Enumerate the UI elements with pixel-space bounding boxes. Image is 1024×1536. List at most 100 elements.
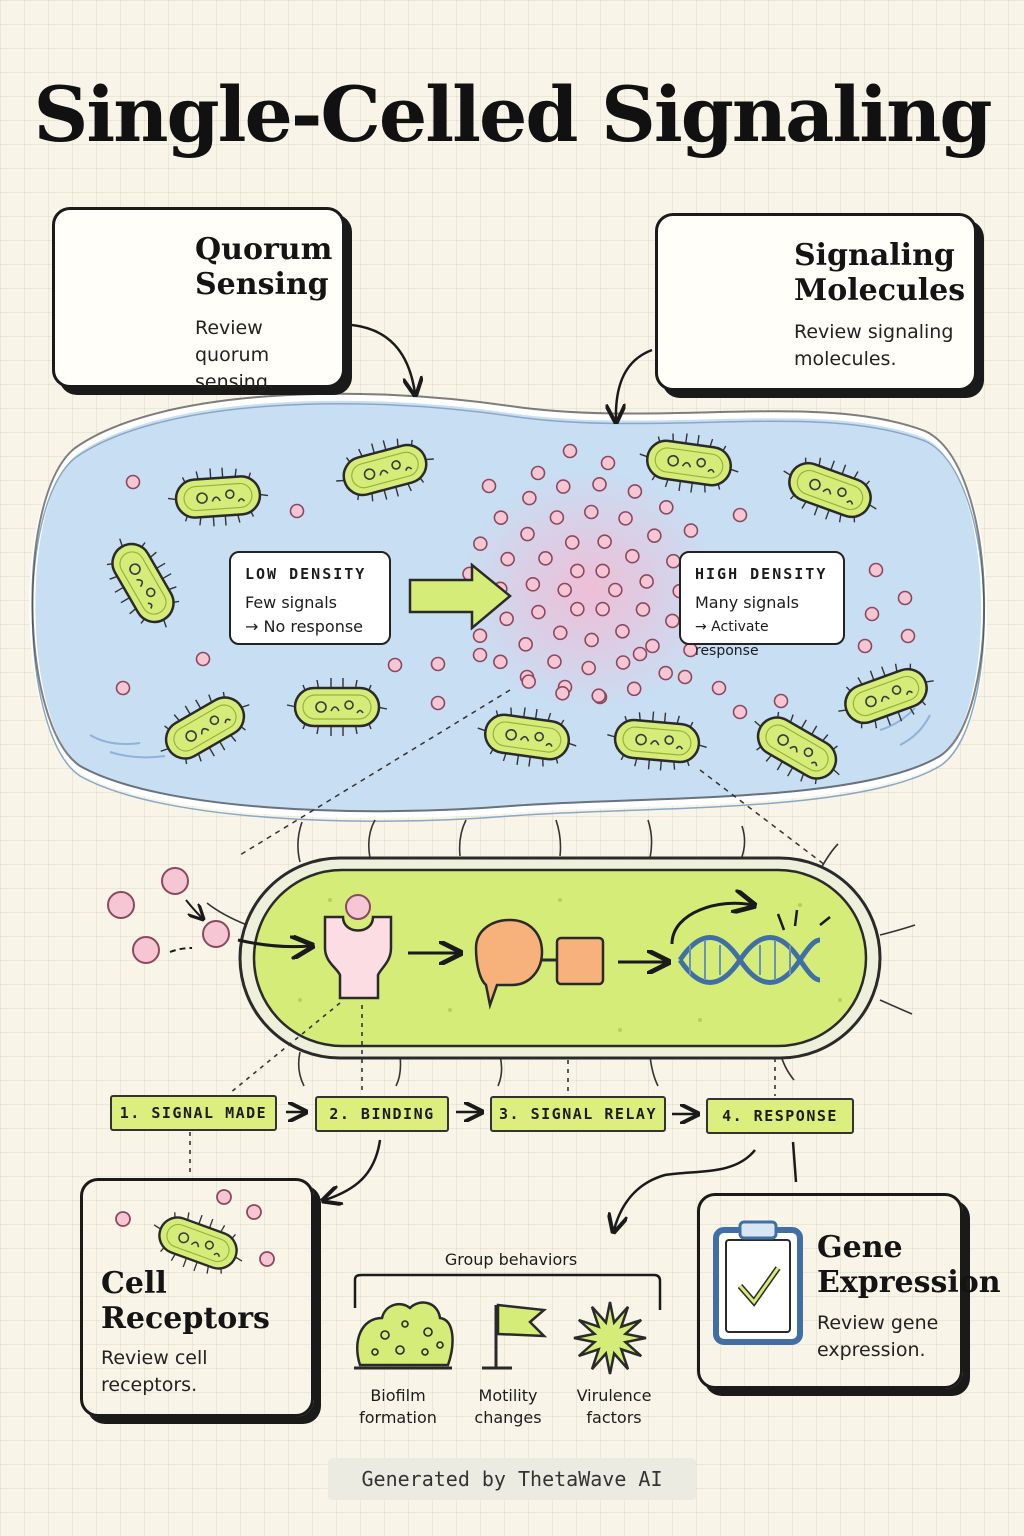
signal-molecule [639, 574, 654, 589]
signal-molecule [195, 651, 211, 667]
zoom-lines [239, 689, 826, 866]
zoomed-cell [206, 819, 916, 1087]
signal-molecule [570, 601, 585, 617]
signal-molecule [472, 647, 488, 663]
signal-molecule [732, 507, 748, 523]
signal-molecule [773, 693, 789, 709]
signal-molecule [597, 534, 612, 549]
signal-molecule [584, 504, 599, 520]
signal-molecule [626, 681, 642, 697]
signal-molecule [472, 628, 488, 643]
clipboard-check-icon [713, 1220, 803, 1345]
signal-molecule [666, 553, 681, 569]
flag-icon [482, 1303, 548, 1370]
signal-molecule [125, 474, 141, 490]
signal-molecule [115, 680, 131, 696]
group-bracket [353, 1273, 662, 1310]
relay-protein-icon [474, 918, 605, 1010]
signal-molecule [591, 688, 607, 704]
dna-icon [670, 903, 831, 985]
step-links [189, 1002, 776, 1172]
signal-molecule [595, 601, 610, 617]
signal-molecule [555, 479, 571, 494]
signal-molecule [627, 484, 643, 499]
low-density-label: LOW DENSITY Few signals → No response [229, 551, 391, 645]
signal-molecule [581, 660, 596, 676]
signal-molecule [518, 637, 533, 652]
signal-molecule [500, 551, 515, 567]
signal-molecule [658, 665, 673, 681]
molecules-connector-arrow [616, 348, 653, 420]
signal-molecule [659, 500, 674, 515]
signal-molecule [289, 503, 305, 519]
signal-molecule [864, 606, 880, 622]
receptor-icon [323, 894, 393, 1000]
signal-molecule [552, 625, 568, 641]
signal-molecule [732, 704, 748, 720]
signal-molecule [618, 511, 633, 526]
signal-molecule [531, 604, 546, 620]
footer-credit: Generated by ThetaWave AI [328, 1458, 696, 1500]
signal-molecule [493, 654, 508, 670]
signal-molecule [547, 654, 562, 669]
signal-molecule [595, 563, 610, 579]
signal-molecule [525, 576, 541, 592]
signal-molecule [387, 657, 403, 673]
signal-molecule [857, 638, 873, 654]
biofilm-icon [354, 1301, 454, 1370]
signal-molecule [521, 674, 537, 689]
signal-molecule [499, 611, 514, 627]
signal-molecule [897, 590, 913, 606]
group-behaviors-heading: Group behaviors [444, 1250, 578, 1269]
signal-molecule [430, 656, 446, 672]
step-response: 4. RESPONSE [706, 1098, 854, 1134]
signal-molecule [615, 623, 630, 639]
signal-molecule [530, 465, 546, 481]
step-binding: 2. BINDING [315, 1096, 449, 1132]
signal-molecule [900, 628, 916, 644]
signal-molecule [555, 685, 570, 701]
step-signal-made: 1. SIGNAL MADE [110, 1095, 277, 1131]
density-arrow-icon [408, 562, 512, 631]
signal-molecule [493, 510, 509, 525]
signal-molecule [570, 563, 585, 579]
high-density-label: HIGH DENSITY Many signals → Activate res… [679, 551, 845, 659]
signal-molecule [683, 523, 699, 538]
starburst-icon [573, 1301, 647, 1375]
signal-molecule [481, 478, 497, 494]
signal-molecule [645, 638, 660, 654]
signal-molecule [607, 582, 623, 598]
signal-molecule [635, 602, 651, 617]
signal-molecule [647, 528, 662, 543]
signal-molecule [600, 455, 616, 471]
signal-molecule [564, 535, 580, 550]
signal-molecule [868, 562, 884, 578]
signal-molecule [584, 632, 599, 648]
signal-molecule [557, 582, 573, 598]
quorum-connector-arrow [351, 323, 415, 393]
signal-molecule [522, 490, 537, 506]
signal-molecule [538, 551, 553, 566]
bacterium-icon [115, 1189, 275, 1287]
signal-molecule [625, 548, 640, 564]
signal-molecule [665, 613, 680, 629]
signal-molecule [677, 669, 693, 685]
step-flow-arrows [286, 1112, 696, 1114]
signal-molecules [115, 443, 916, 720]
